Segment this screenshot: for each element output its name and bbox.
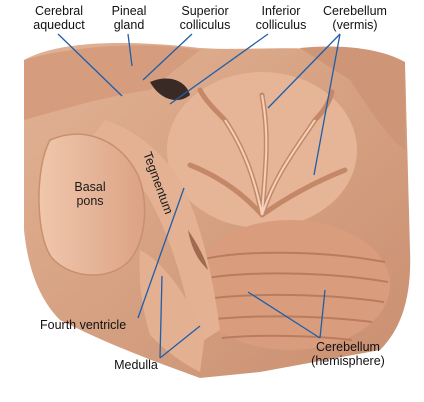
label-cerebellum-vermis: Cerebellum (vermis): [323, 4, 387, 32]
tegmentum-band: [90, 120, 220, 345]
upper-right-cortex: [300, 46, 405, 150]
fourth-ventricle-shape: [188, 230, 208, 270]
leader-medulla-1: [159, 275, 163, 359]
basal-pons-shape: [38, 133, 146, 276]
leader-lines: [57, 33, 341, 359]
label-inferior-colliculus: Inferior colliculus: [255, 4, 307, 32]
cerebrum-region: [24, 45, 200, 121]
leader-inferior-colliculus: [169, 33, 269, 105]
leader-fourth-ventricle: [137, 187, 185, 319]
leader-vermis-2: [313, 33, 341, 176]
label-superior-colliculus: Superior colliculus: [179, 4, 231, 32]
cerebellum-vermis-shape: [167, 72, 357, 228]
leader-superior-colliculus: [142, 33, 193, 81]
label-pineal-gland: Pineal gland: [111, 4, 147, 32]
label-cerebral-aqueduct: Cerebral aqueduct: [33, 4, 85, 32]
leader-vermis-1: [267, 33, 341, 109]
medulla-shape: [139, 250, 205, 372]
leader-hemisphere-1: [247, 291, 321, 339]
leader-hemisphere-2: [319, 289, 326, 339]
leader-cerebral-aqueduct: [57, 33, 123, 97]
label-cerebellum-hemisphere: Cerebellum (hemisphere): [311, 340, 385, 368]
leader-pineal-gland: [127, 33, 133, 67]
dark-recess: [150, 78, 190, 101]
label-fourth-ventricle: Fourth ventricle: [40, 318, 127, 332]
leader-medulla-2: [159, 325, 201, 359]
cerebellum-hemisphere-shape: [190, 220, 390, 350]
label-basal-pons: Basal pons: [74, 180, 106, 208]
label-medulla: Medulla: [114, 358, 158, 372]
